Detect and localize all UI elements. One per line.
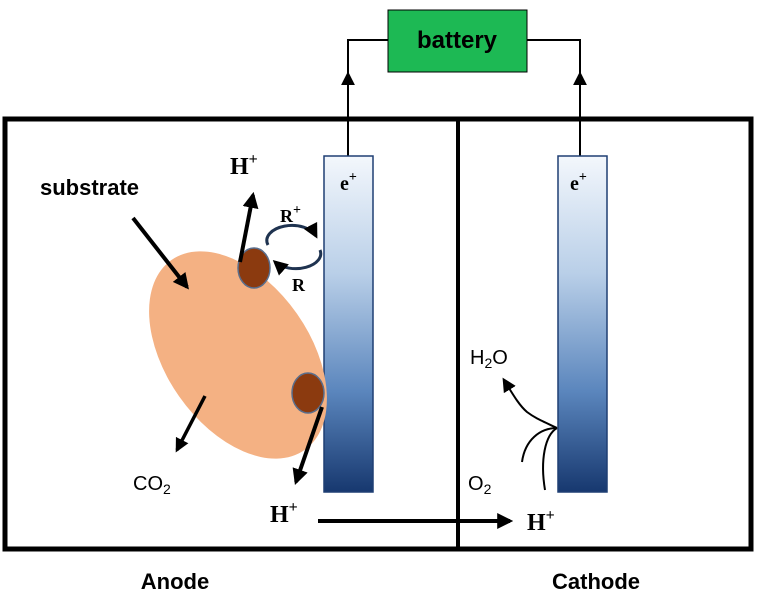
o2-curve <box>521 427 558 463</box>
cathode-electrode-label: e+ <box>570 170 587 195</box>
redox-ox-label: R+ <box>280 203 301 226</box>
h-top-label: H+ <box>230 151 258 180</box>
substrate-arrow <box>131 216 189 290</box>
co2-label: CO2 <box>133 473 171 497</box>
wire-anode <box>347 39 388 156</box>
h-bottom-arrow <box>292 406 324 486</box>
microbe-top <box>237 247 271 289</box>
cell-chamber <box>2 116 754 552</box>
cathode-electrode <box>557 155 608 493</box>
wire-cathode <box>527 39 581 156</box>
substrate-ellipse <box>149 251 327 459</box>
o2-label: O2 <box>468 473 492 497</box>
h-arrival-label: H+ <box>527 507 555 536</box>
h2o-arrow <box>502 377 558 429</box>
h-bottom-label: H+ <box>270 499 298 528</box>
anode-label: Anode <box>141 569 209 594</box>
redox-cycle-top <box>265 221 318 246</box>
h-curve <box>542 427 558 491</box>
battery-label: battery <box>417 27 498 54</box>
substrate-label: substrate <box>40 175 139 200</box>
h2o-label: H2O <box>470 347 508 371</box>
microbe-bottom <box>291 372 325 414</box>
battery-box <box>387 9 528 73</box>
anode-electrode <box>323 155 374 493</box>
redox-cycle-bottom <box>272 249 323 276</box>
anode-electrode-label: e+ <box>340 170 357 195</box>
h-top-arrow <box>238 191 259 263</box>
cathode-label: Cathode <box>552 569 640 594</box>
redox-red-label: R <box>292 275 306 295</box>
co2-arrow <box>175 395 207 453</box>
